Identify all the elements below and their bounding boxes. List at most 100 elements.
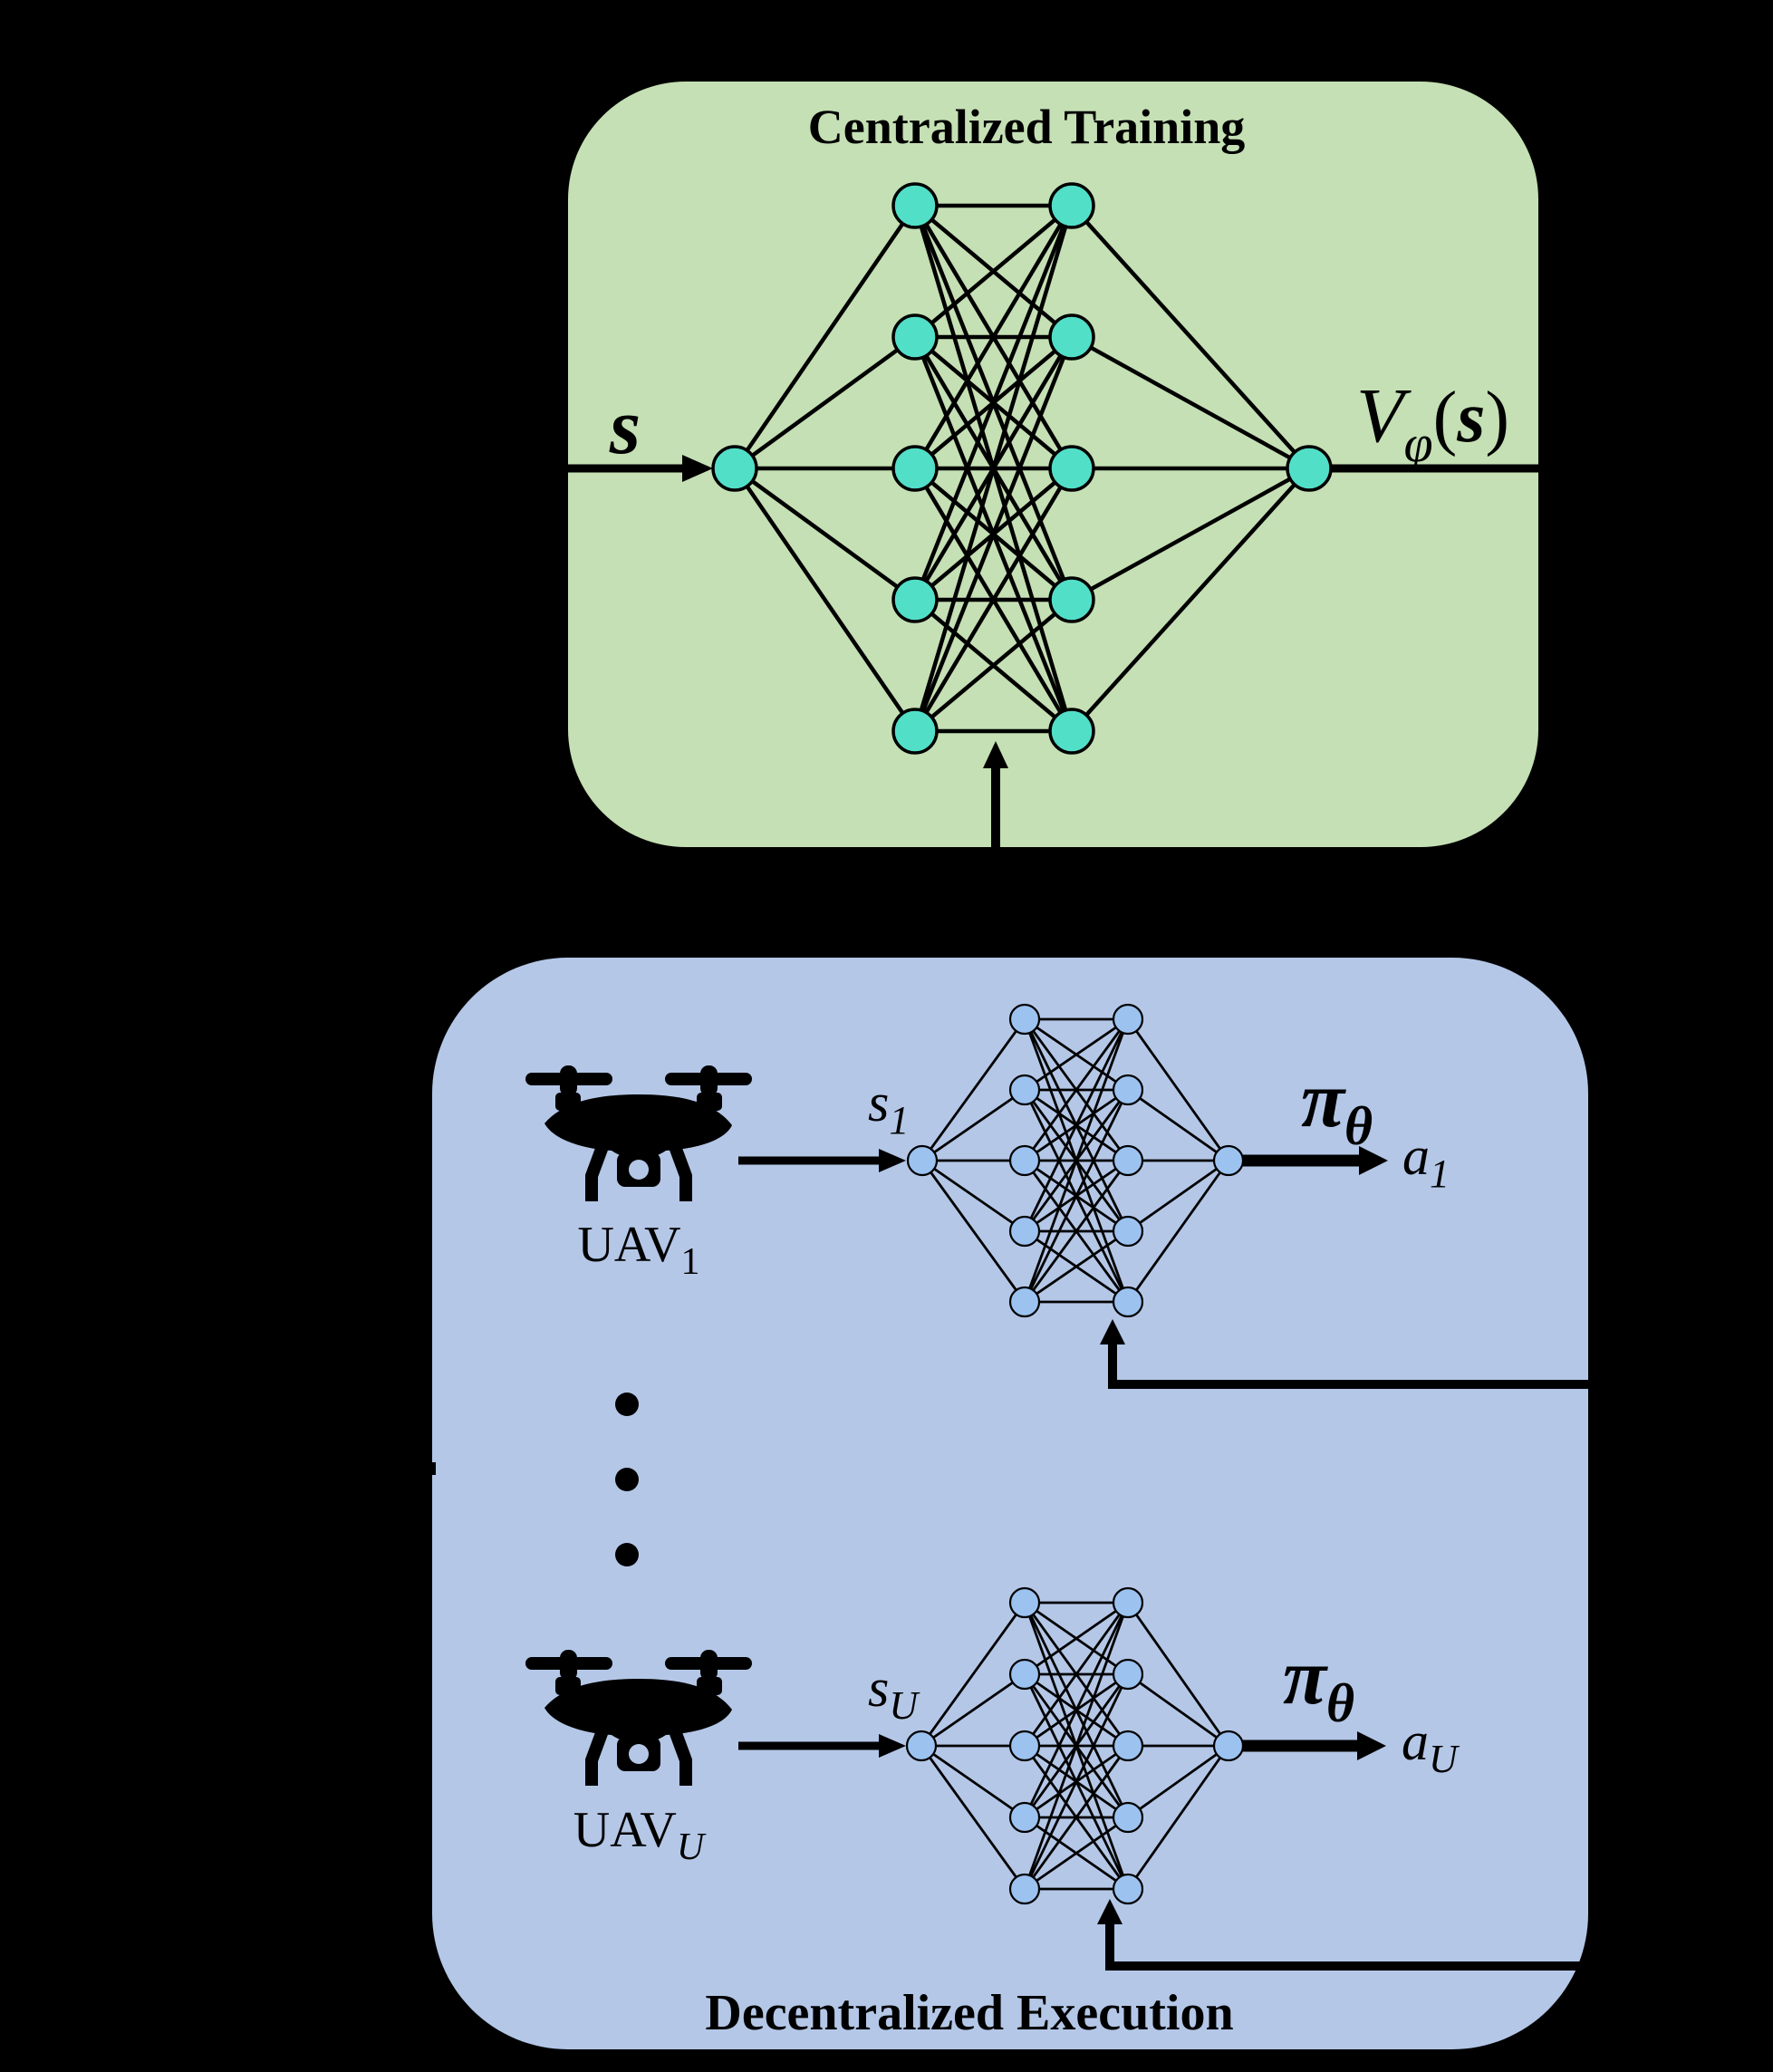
network-edge bbox=[920, 1018, 1026, 1161]
network-edge bbox=[733, 204, 917, 470]
network-edge bbox=[1023, 1089, 1130, 1303]
actor-network-u bbox=[905, 1586, 1245, 1905]
network-edge bbox=[920, 1672, 1026, 1748]
network-node bbox=[1112, 1215, 1144, 1248]
edge-notch bbox=[427, 1462, 436, 1475]
network-node bbox=[1112, 1801, 1144, 1834]
network-node bbox=[1008, 1801, 1041, 1834]
decentralized-execution-title: Decentralized Execution bbox=[705, 1985, 1233, 2041]
network-node bbox=[1212, 1144, 1245, 1177]
network-edge bbox=[1024, 1017, 1129, 1092]
network-edge bbox=[733, 467, 917, 733]
state-u-label: sU bbox=[868, 1658, 920, 1728]
policy-1-label: πθ bbox=[1301, 1056, 1373, 1156]
network-edge bbox=[1024, 1601, 1129, 1676]
network-edge bbox=[913, 204, 1074, 339]
network-edge bbox=[1127, 1744, 1229, 1819]
policy-u-label: πθ bbox=[1283, 1634, 1354, 1733]
critic-network bbox=[711, 182, 1333, 755]
network-edge bbox=[1070, 204, 1311, 470]
network-node bbox=[905, 1730, 938, 1762]
global-state-label: s bbox=[609, 383, 641, 471]
network-node bbox=[1048, 313, 1095, 361]
state-input-arrow-head bbox=[682, 455, 713, 482]
state-1-arrow-head bbox=[879, 1149, 906, 1172]
network-edge bbox=[1023, 1602, 1130, 1890]
network-edge bbox=[920, 1160, 1026, 1303]
network-node bbox=[1008, 1730, 1041, 1762]
uav-1-label: UAV1 bbox=[577, 1217, 699, 1283]
network-node bbox=[1112, 1144, 1144, 1177]
network-edge bbox=[733, 335, 917, 470]
network-edge bbox=[913, 598, 1074, 733]
network-edge bbox=[920, 1745, 1026, 1890]
network-node bbox=[1112, 1003, 1144, 1036]
network-node bbox=[891, 445, 939, 492]
action-1-label: a1 bbox=[1402, 1126, 1450, 1196]
network-edge bbox=[1127, 1159, 1229, 1233]
network-edge bbox=[912, 205, 1074, 601]
centralized-training-title: Centralized Training bbox=[808, 100, 1246, 154]
actor-network-1 bbox=[906, 1003, 1245, 1318]
network-edge bbox=[1023, 1673, 1130, 1890]
network-node bbox=[1008, 1286, 1041, 1318]
network-node bbox=[1008, 1144, 1041, 1177]
decentralized-execution-box bbox=[432, 958, 1588, 2049]
network-node bbox=[1008, 1586, 1041, 1619]
network-node bbox=[1212, 1730, 1245, 1762]
network-edge bbox=[1023, 1018, 1130, 1303]
training-feedback-up-arrow-head bbox=[983, 741, 1008, 768]
network-edge bbox=[912, 336, 1074, 732]
params-feedback-u-up-head bbox=[1097, 1899, 1123, 1924]
network-edge bbox=[1023, 1745, 1130, 1890]
network-edge bbox=[1070, 467, 1311, 733]
action-1-arrow-head bbox=[1359, 1146, 1388, 1175]
network-node bbox=[891, 708, 939, 755]
network-edge bbox=[1024, 1816, 1129, 1891]
network-edge bbox=[921, 1088, 1026, 1162]
action-u-label: aU bbox=[1402, 1711, 1460, 1781]
ellipsis-dot bbox=[615, 1468, 639, 1491]
network-edge bbox=[913, 467, 1074, 733]
network-node bbox=[1048, 445, 1095, 492]
network-edge bbox=[1070, 467, 1311, 602]
network-node bbox=[1008, 1074, 1041, 1106]
network-edge bbox=[912, 205, 1074, 732]
network-edge bbox=[733, 467, 917, 602]
network-node bbox=[1048, 576, 1095, 623]
network-edge bbox=[1126, 1602, 1230, 1747]
network-node bbox=[1112, 1730, 1144, 1762]
network-node bbox=[891, 576, 939, 623]
network-edge bbox=[1127, 1672, 1229, 1748]
network-edge bbox=[920, 1744, 1026, 1819]
network-node bbox=[1008, 1873, 1041, 1905]
network-edge bbox=[1126, 1745, 1230, 1890]
network-node bbox=[1112, 1586, 1144, 1619]
network-node bbox=[711, 445, 758, 492]
network-edge bbox=[921, 1159, 1026, 1233]
network-edge bbox=[1070, 335, 1311, 470]
value-output-label: Vφ(s) bbox=[1356, 371, 1509, 473]
network-node bbox=[1008, 1215, 1041, 1248]
network-edge bbox=[1126, 1160, 1230, 1303]
critic-arrows bbox=[507, 455, 1604, 906]
network-node bbox=[891, 313, 939, 361]
state-u-arrow-head bbox=[879, 1734, 906, 1758]
network-node bbox=[1008, 1003, 1041, 1036]
network-node bbox=[1112, 1074, 1144, 1106]
network-node bbox=[1048, 182, 1095, 229]
params-feedback-1-up-head bbox=[1100, 1319, 1125, 1344]
network-node bbox=[906, 1144, 939, 1177]
network-edge bbox=[1127, 1088, 1229, 1162]
network-node bbox=[1048, 708, 1095, 755]
ellipsis-dots bbox=[615, 1393, 639, 1566]
network-node bbox=[1112, 1286, 1144, 1318]
state-1-label: s1 bbox=[868, 1073, 909, 1142]
network-edge bbox=[1023, 1018, 1130, 1232]
ellipsis-dot bbox=[615, 1543, 639, 1566]
network-edge bbox=[1023, 1160, 1130, 1303]
network-node bbox=[1008, 1658, 1041, 1691]
network-edge bbox=[1024, 1229, 1129, 1304]
